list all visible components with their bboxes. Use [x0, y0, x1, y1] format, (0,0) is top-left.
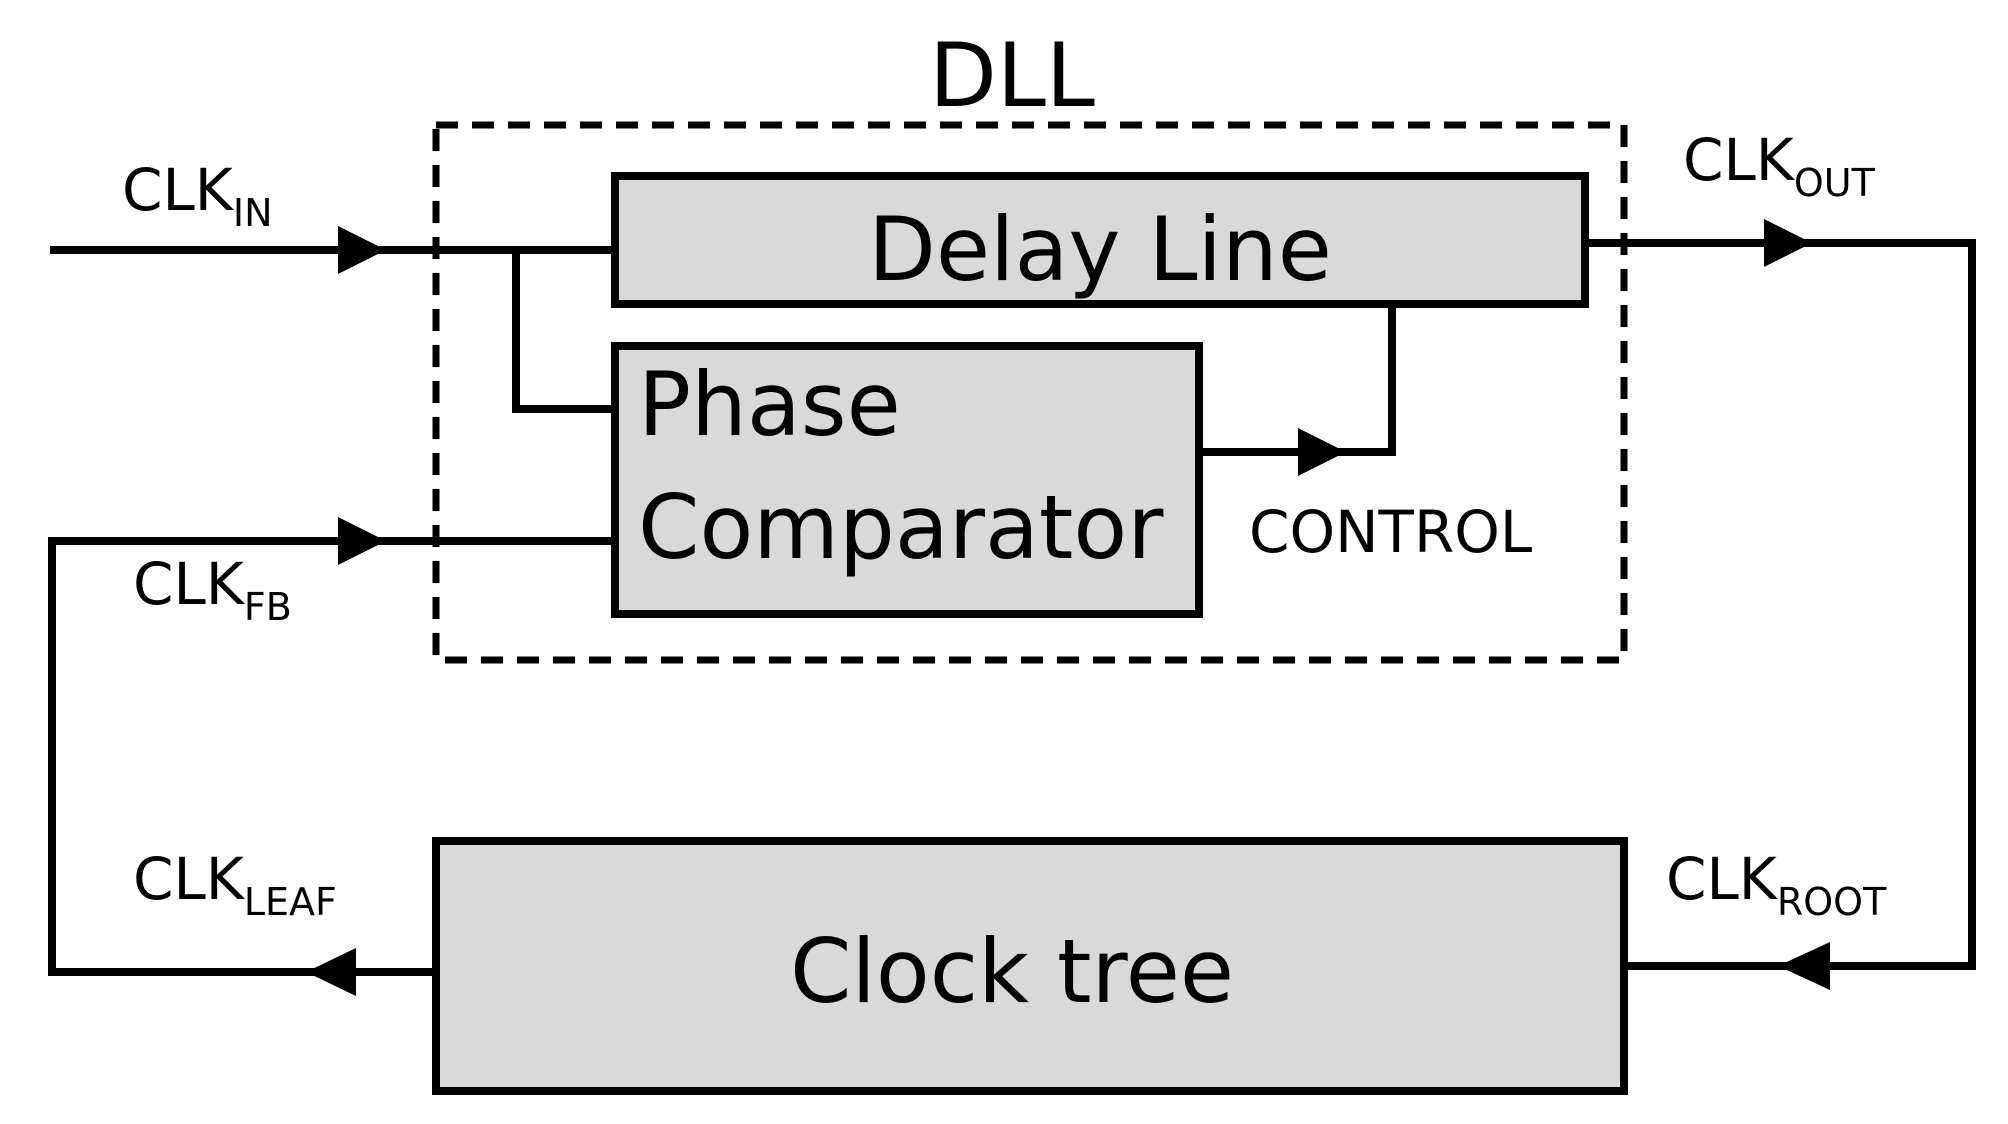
dll-title: DLL: [929, 24, 1095, 127]
control-wire: [1199, 304, 1396, 456]
clk-fb-label: CLKFB: [133, 550, 292, 629]
phase-comparator-label-line2: Comparator: [638, 476, 1164, 579]
clk-out-label: CLKOUT: [1683, 126, 1876, 205]
clk-in-branch-wire: [512, 246, 615, 413]
clk-leaf-label: CLKLEAF: [133, 845, 337, 924]
phase-comparator-label-line1: Phase: [638, 353, 901, 456]
clk-leaf-arrow: [306, 948, 356, 996]
delay-line-label: Delay Line: [868, 198, 1332, 301]
clk-in-label: CLKIN: [122, 156, 273, 235]
delay-line-block: Delay Line: [611, 172, 1589, 308]
phase-comparator-block: Phase Comparator: [611, 342, 1203, 618]
clk-fb-arrow: [338, 517, 386, 565]
clk-leaf-fb-wire: [48, 537, 615, 976]
control-label: CONTROL: [1249, 498, 1532, 566]
clk-root-arrow: [1778, 942, 1830, 990]
clk-out-wire: [1585, 239, 1976, 970]
clk-root-label: CLKROOT: [1666, 845, 1887, 924]
clock-tree-label: Clock tree: [790, 920, 1234, 1023]
clock-tree-block: Clock tree: [432, 837, 1628, 1095]
clk-in-arrow: [338, 226, 386, 274]
clk-out-arrow: [1764, 219, 1812, 267]
dll-boundary: [432, 121, 1628, 664]
control-arrow: [1298, 428, 1346, 476]
